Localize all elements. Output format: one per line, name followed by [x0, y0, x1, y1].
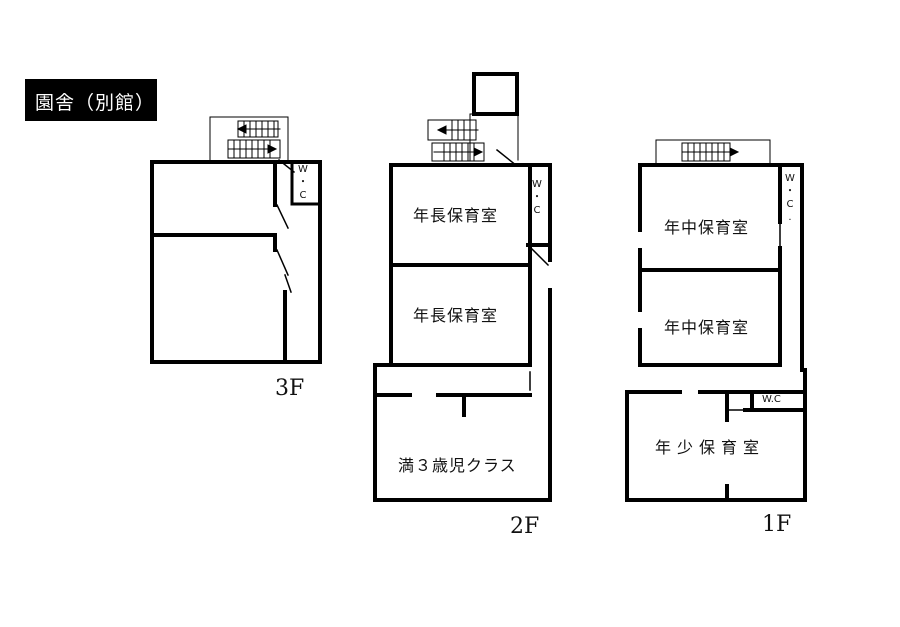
building-title: 園舎（別館） [35, 92, 156, 114]
floor-2f-wc-label: W・C [532, 179, 542, 216]
room-1f-nensho: 年少保育室 [655, 438, 766, 457]
floor-2f-doors [495, 148, 550, 391]
floor-1f-wc-label-horizontal: W.C [762, 394, 781, 405]
room-2f-man3sai: 満３歳児クラス [398, 456, 517, 475]
floor-3f-stairs [209, 116, 289, 161]
floor-2f-walls [373, 72, 552, 502]
room-1f-nenchu-1: 年中保育室 [664, 218, 750, 237]
floor-2f-stairs [427, 113, 519, 162]
building-title-box: 園舎（別館） [25, 79, 157, 121]
room-1f-nenchu-2: 年中保育室 [664, 318, 750, 337]
floor-1f-label: 1F [762, 512, 792, 537]
floor-2f-label: 2F [510, 514, 540, 539]
floor-3f-label: 3F [275, 376, 305, 401]
floor-3f-walls [150, 160, 322, 364]
room-2f-nencho-1: 年長保育室 [413, 206, 499, 225]
floor-3f-wc-label: W・C [298, 164, 308, 201]
floor-1f-stairs [655, 139, 771, 166]
floor-3f-doors [275, 158, 296, 293]
floor-1f-walls [625, 163, 807, 502]
room-2f-nencho-2: 年長保育室 [413, 306, 499, 325]
floor-1f-wc-label: W・C. [785, 173, 795, 223]
floor-1f-doors [728, 221, 781, 411]
